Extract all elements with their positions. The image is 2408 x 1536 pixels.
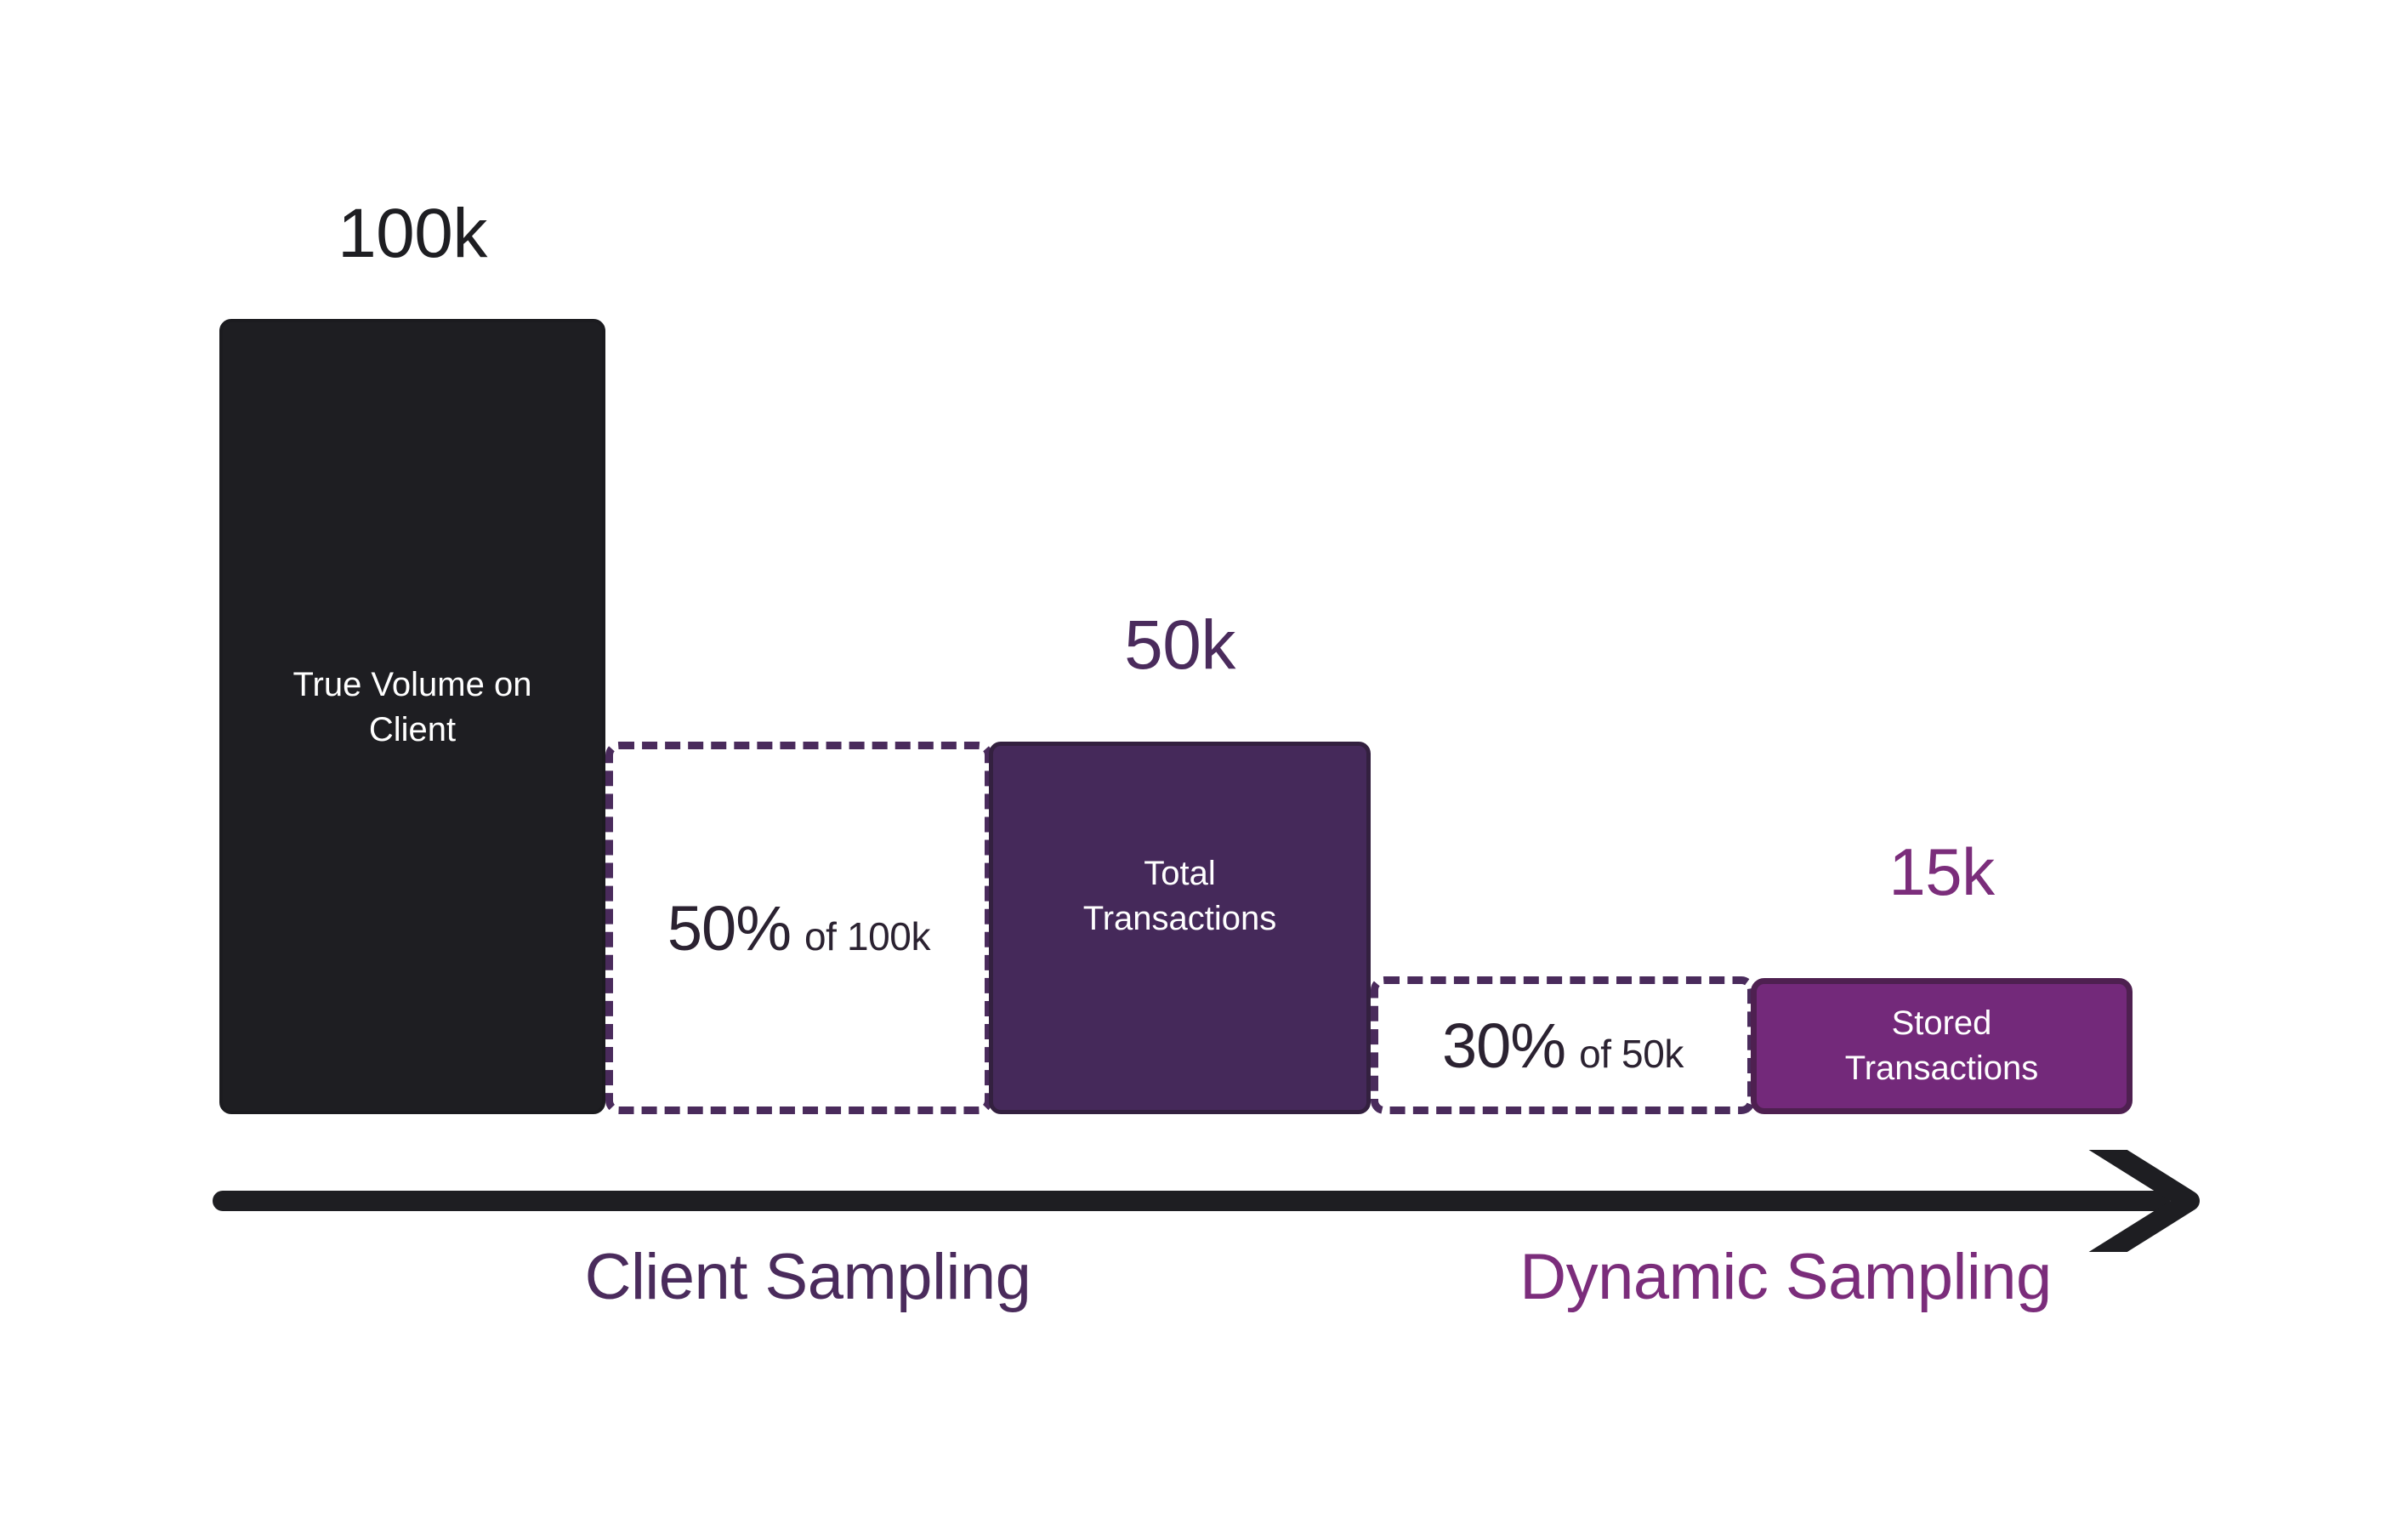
section-label-dynamic-sampling: Dynamic Sampling — [1519, 1241, 2052, 1313]
bar-total-transactions-label-line1: Total — [1144, 855, 1216, 892]
dynamic-sampling-of-label: of 50k — [1579, 1031, 1684, 1076]
bar-true-volume-label: True Volume on Client — [293, 663, 532, 753]
bar-stored-transactions-label-line2: Transactions — [1844, 1050, 2039, 1087]
client-sampling-rate-text: 50% of 100k — [667, 892, 931, 964]
dynamic-sampling-rate-box: 30% of 50k — [1371, 976, 1755, 1114]
bar-stored-transactions-label: Stored Transactions — [1845, 1001, 2039, 1091]
client-sampling-of-label: of 100k — [804, 913, 931, 959]
bar-true-volume-label-line1: True Volume on — [292, 666, 532, 703]
bar-stored-transactions-label-line1: Stored — [1891, 1004, 1992, 1043]
bar-true-volume-on-client: True Volume on Client — [219, 319, 605, 1114]
bar-total-transactions-label: Total Transactions — [1083, 851, 1277, 942]
bar-value-label-50k: 50k — [1124, 606, 1235, 684]
section-label-client-sampling: Client Sampling — [584, 1241, 1031, 1313]
bar-total-transactions-label-line2: Transactions — [1082, 899, 1277, 937]
bar-value-label-100k: 100k — [338, 195, 487, 272]
bar-total-transactions: Total Transactions — [989, 742, 1371, 1114]
client-sampling-percent: 50% — [667, 892, 792, 964]
bar-stored-transactions: Stored Transactions — [1751, 978, 2133, 1114]
flow-arrow-icon — [213, 1150, 2200, 1252]
dynamic-sampling-percent: 30% — [1441, 1010, 1566, 1081]
dynamic-sampling-rate-text: 30% of 50k — [1442, 1010, 1684, 1082]
bar-value-label-15k: 15k — [1888, 834, 1995, 909]
client-sampling-rate-box: 50% of 100k — [605, 742, 992, 1114]
bar-true-volume-label-line2: Client — [368, 710, 457, 748]
flow-arrow-head — [2088, 1150, 2200, 1252]
